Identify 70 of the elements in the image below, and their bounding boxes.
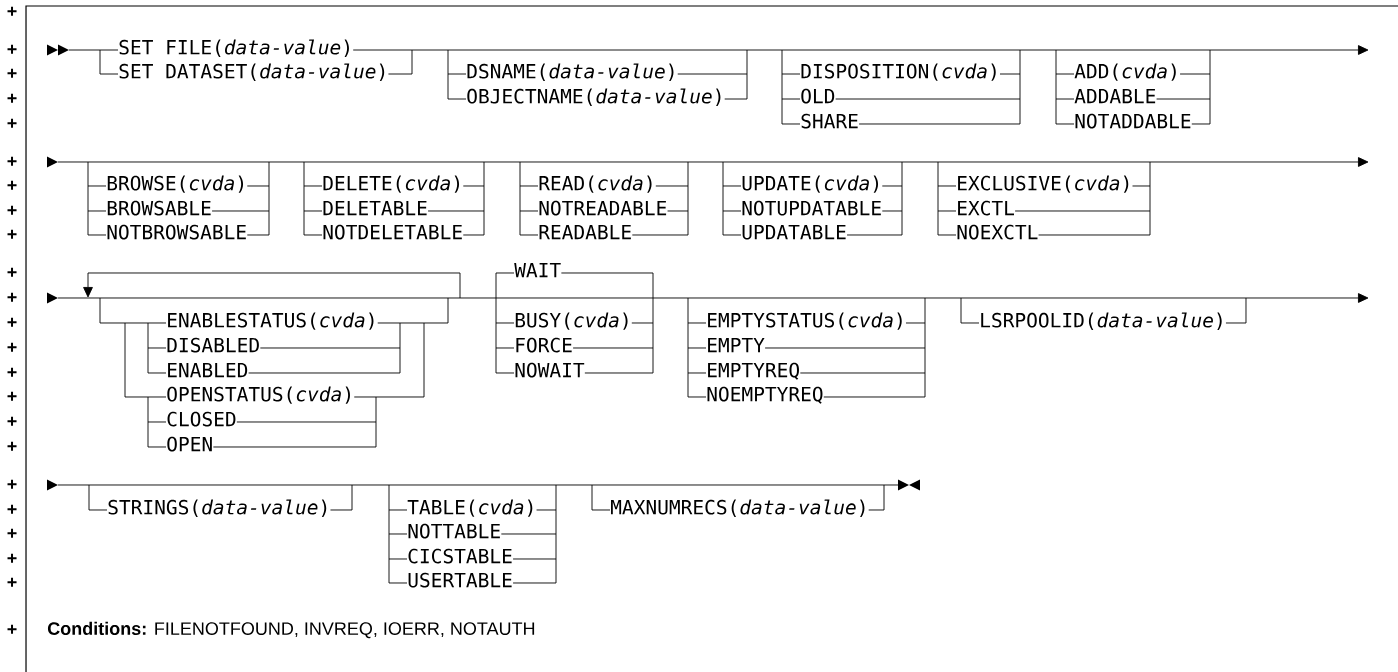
keyword: SET FILE(data-value) — [119, 39, 349, 57]
keyword: BROWSE(cvda) — [107, 175, 244, 193]
change-mark: + — [7, 479, 17, 489]
keyword: EMPTYSTATUS(cvda) — [708, 312, 902, 330]
keyword: DSNAME(data-value) — [467, 63, 674, 81]
keyword: SET DATASET(data-value) — [119, 63, 385, 81]
change-mark: + — [7, 68, 17, 78]
keyword: USERTABLE — [408, 572, 512, 588]
conditions-note: Conditions: FILENOTFOUND, INVREQ, IOERR, NOTAUTH — [47, 621, 535, 639]
keyword: NOTBROWSABLE — [107, 224, 246, 240]
keyword: NOEMPTYREQ — [707, 386, 823, 404]
keyword: FORCE — [516, 337, 572, 353]
keyword: DISABLED — [167, 337, 259, 353]
change-mark: + — [7, 317, 17, 327]
keyword: BUSY(cvda) — [515, 312, 628, 330]
change-mark: + — [7, 553, 17, 563]
keyword: NOTADDABLE — [1075, 113, 1191, 129]
change-mark: + — [7, 156, 17, 166]
keyword: MAXNUMRECS(data-value) — [611, 499, 865, 517]
change-mark: + — [7, 205, 17, 215]
keyword: ADD(cvda) — [1074, 63, 1176, 81]
keyword: READABLE — [539, 225, 631, 240]
keyword: CICSTABLE — [408, 548, 512, 564]
keyword: OPENSTATUS(cvda) — [167, 386, 350, 404]
keyword: NOTDELETABLE — [323, 224, 462, 240]
keyword: CLOSED — [167, 411, 236, 427]
change-mark: + — [7, 391, 17, 401]
keyword: OLD — [801, 88, 835, 104]
change-mark: + — [7, 416, 17, 426]
keyword: BROWSABLE — [107, 200, 211, 216]
keyword: NOTREADABLE — [539, 200, 667, 216]
change-mark: + — [7, 367, 17, 377]
keyword: NOEXCTL — [957, 224, 1038, 240]
change-mark: + — [7, 229, 17, 239]
change-mark: + — [7, 118, 17, 128]
keyword: ADDABLE — [1074, 89, 1156, 104]
keyword: WAIT — [514, 263, 561, 278]
change-mark: + — [7, 44, 17, 54]
keyword: SHARE — [801, 113, 858, 129]
change-mark: + — [7, 267, 17, 277]
keyword: EXCLUSIVE(cvda) — [958, 175, 1129, 193]
keyword: DELETE(cvda) — [323, 175, 460, 193]
keyword: STRINGS(data-value) — [108, 499, 327, 517]
keyword: OBJECTNAME(data-value) — [467, 88, 721, 106]
change-mark: + — [7, 6, 17, 16]
keyword: EXCTL — [958, 200, 1014, 216]
keyword: NOWAIT — [515, 362, 585, 378]
keyword: EMPTY — [708, 338, 765, 353]
change-mark: + — [7, 342, 17, 352]
keyword: LSRPOOLID(data-value) — [981, 312, 1222, 330]
keyword: UPDATABLE — [742, 225, 846, 240]
change-mark: + — [7, 504, 17, 514]
keyword: UPDATE(cvda) — [742, 175, 879, 193]
change-mark: + — [7, 624, 17, 634]
keyword: OPEN — [167, 436, 212, 452]
keyword: NOTTABLE — [408, 523, 500, 539]
keyword: ENABLED — [168, 363, 248, 378]
keyword: TABLE(cvda) — [407, 499, 533, 517]
keyword: ENABLESTATUS(cvda) — [168, 312, 374, 330]
keyword: READ(cvda) — [539, 175, 652, 193]
change-mark: + — [7, 577, 17, 587]
change-mark: + — [7, 180, 17, 190]
keyword: NOTUPDATABLE — [742, 200, 881, 216]
keyword: DISPOSITION(cvda) — [801, 63, 996, 81]
change-mark: + — [7, 93, 17, 103]
change-mark: + — [7, 441, 17, 451]
change-mark: + — [7, 528, 17, 538]
keyword: EMPTYREQ — [708, 362, 799, 380]
keyword: DELETABLE — [323, 201, 427, 216]
change-mark: + — [7, 292, 17, 302]
